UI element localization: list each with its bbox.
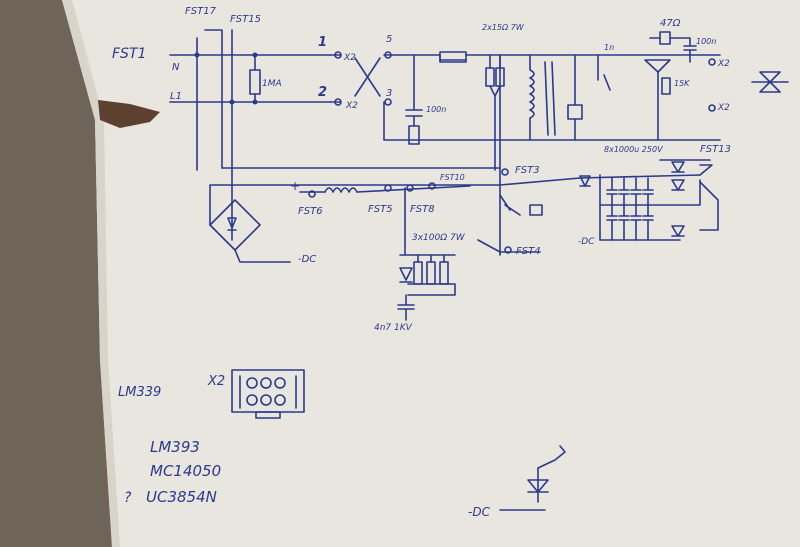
label-q: ? bbox=[124, 490, 132, 506]
label-minus-dc-cap: -DC bbox=[578, 237, 595, 247]
paper-sheet bbox=[62, 0, 800, 547]
label-minus-dc: -DC bbox=[298, 254, 316, 265]
label-c-100n-2: 100n bbox=[696, 37, 716, 46]
schematic-middle bbox=[209, 54, 719, 321]
label-cap4n7: 4n7 1KV bbox=[374, 323, 413, 333]
label-fst4: FST4 bbox=[516, 246, 541, 257]
label-pin2: 2 bbox=[318, 85, 327, 100]
label-x2d: X2 bbox=[717, 103, 730, 113]
label-pin5: 5 bbox=[386, 34, 392, 45]
label-n: N bbox=[172, 62, 180, 73]
label-caps: 8x1000u 250V bbox=[604, 145, 663, 154]
schematic-top bbox=[169, 29, 789, 241]
label-minus-dc2: -DC bbox=[468, 505, 491, 519]
label-plus: + bbox=[290, 179, 300, 193]
label-x2a: X2 bbox=[343, 53, 356, 63]
label-r-top: 2x15Ω 7W bbox=[482, 23, 525, 32]
label-fst15: FST15 bbox=[230, 14, 261, 25]
label-ic1: LM393 bbox=[150, 438, 200, 456]
label-fst17: FST17 bbox=[185, 6, 217, 17]
label-x2c: X2 bbox=[717, 59, 730, 69]
label-fst5: FST5 bbox=[368, 204, 393, 215]
label-fst10: FST10 bbox=[440, 173, 465, 182]
label-fst3: FST3 bbox=[515, 165, 540, 176]
label-pin1: 1 bbox=[318, 35, 327, 50]
label-c-1n: 1n bbox=[604, 43, 614, 52]
label-res-1m: 1MA bbox=[262, 79, 282, 89]
label-r-47: 47Ω bbox=[660, 18, 681, 29]
label-fst8: FST8 bbox=[410, 204, 435, 215]
label-c-100n: 100n bbox=[426, 105, 446, 114]
torn-edge bbox=[98, 100, 160, 128]
label-res3: 3x100Ω 7W bbox=[412, 233, 466, 243]
label-ic3: UC3854N bbox=[146, 488, 217, 506]
label-x2-box: X2 bbox=[207, 374, 225, 389]
label-r-15k: 15K bbox=[674, 79, 690, 88]
paper-fold-shadow bbox=[62, 0, 120, 547]
label-fst13: FST13 bbox=[700, 144, 731, 155]
label-ic2: MC14050 bbox=[150, 462, 221, 480]
label-fst6: FST6 bbox=[298, 206, 323, 217]
x2-connector bbox=[231, 369, 305, 419]
labels: FST17 FST15 FST1 N L1 1MA 1 2 5 3 X2 X2 … bbox=[112, 6, 731, 519]
bottom-diode bbox=[499, 445, 566, 511]
label-lm339: LM339 bbox=[118, 385, 161, 400]
label-l1: L1 bbox=[170, 91, 182, 102]
label-pin3: 3 bbox=[386, 88, 392, 99]
label-x2b: X2 bbox=[345, 101, 358, 111]
label-fst1: FST1 bbox=[112, 46, 146, 62]
